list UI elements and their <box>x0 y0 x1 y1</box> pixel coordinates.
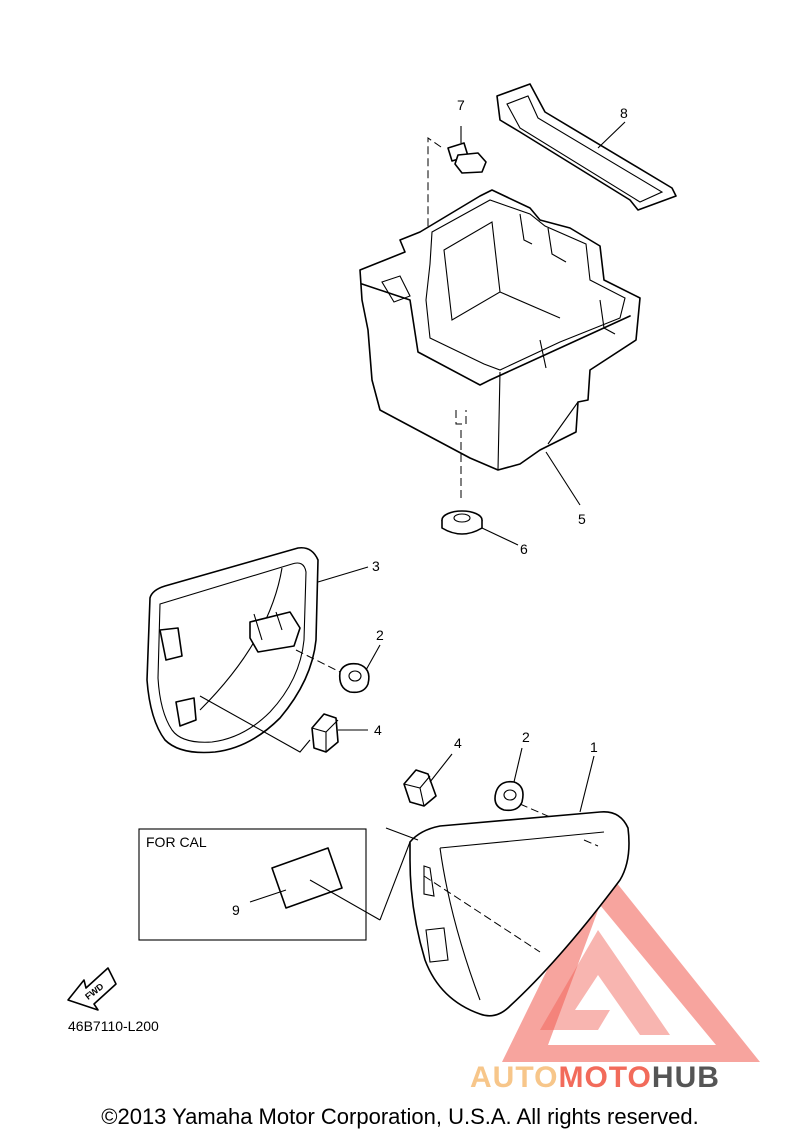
part-label-9: 9 <box>232 902 240 918</box>
part-label-7: 7 <box>457 97 465 113</box>
leader-2a <box>365 644 381 671</box>
watermark-logo: AUTOMOTOHUB <box>470 862 760 1094</box>
leader-2b <box>513 747 523 783</box>
damper-right <box>403 769 437 807</box>
for-cal-box: FOR CAL <box>138 828 381 941</box>
part-label-5: 5 <box>578 511 586 527</box>
leader-8 <box>597 121 626 149</box>
grommet-right <box>494 780 524 812</box>
part-label-4b: 4 <box>454 735 462 751</box>
drawing-code: 46B7110-L200 <box>68 1018 159 1034</box>
battery-box <box>359 189 641 502</box>
part-label-4a: 4 <box>374 722 382 738</box>
damper-left <box>311 713 339 753</box>
bolt-axis-line <box>427 137 442 250</box>
part-label-6: 6 <box>520 541 528 557</box>
leader-3 <box>317 566 369 583</box>
watermark-triangle-icon <box>502 862 760 1062</box>
part-label-3: 3 <box>372 558 380 574</box>
for-cal-label: FOR CAL <box>146 834 207 850</box>
leader-5 <box>545 451 581 506</box>
part-label-2b: 2 <box>522 729 530 745</box>
fwd-arrow-icon: FWD <box>67 967 117 1011</box>
watermark-moto: MOTO <box>558 1061 651 1094</box>
battery-band <box>496 83 677 211</box>
left-side-cover <box>146 546 319 754</box>
watermark-inner-mark-icon <box>540 930 670 1035</box>
bolt <box>447 126 487 174</box>
leader-1 <box>579 755 595 813</box>
leader-6 <box>481 527 519 546</box>
svg-text:AUTOMOTOHUB: AUTOMOTOHUB <box>470 1061 720 1094</box>
copyright-notice: ©2013 Yamaha Motor Corporation, U.S.A. A… <box>101 1104 698 1129</box>
caution-label-sticker <box>271 847 343 909</box>
watermark-auto: AUTO <box>470 1061 558 1094</box>
grommet <box>441 510 483 535</box>
right-side-cover <box>379 811 630 1017</box>
watermark-hub: HUB <box>652 1061 720 1094</box>
leader-4b <box>429 753 453 783</box>
part-label-8: 8 <box>620 105 628 121</box>
part-label-2a: 2 <box>376 627 384 643</box>
part-label-1: 1 <box>590 739 598 755</box>
grommet-left <box>338 662 370 694</box>
